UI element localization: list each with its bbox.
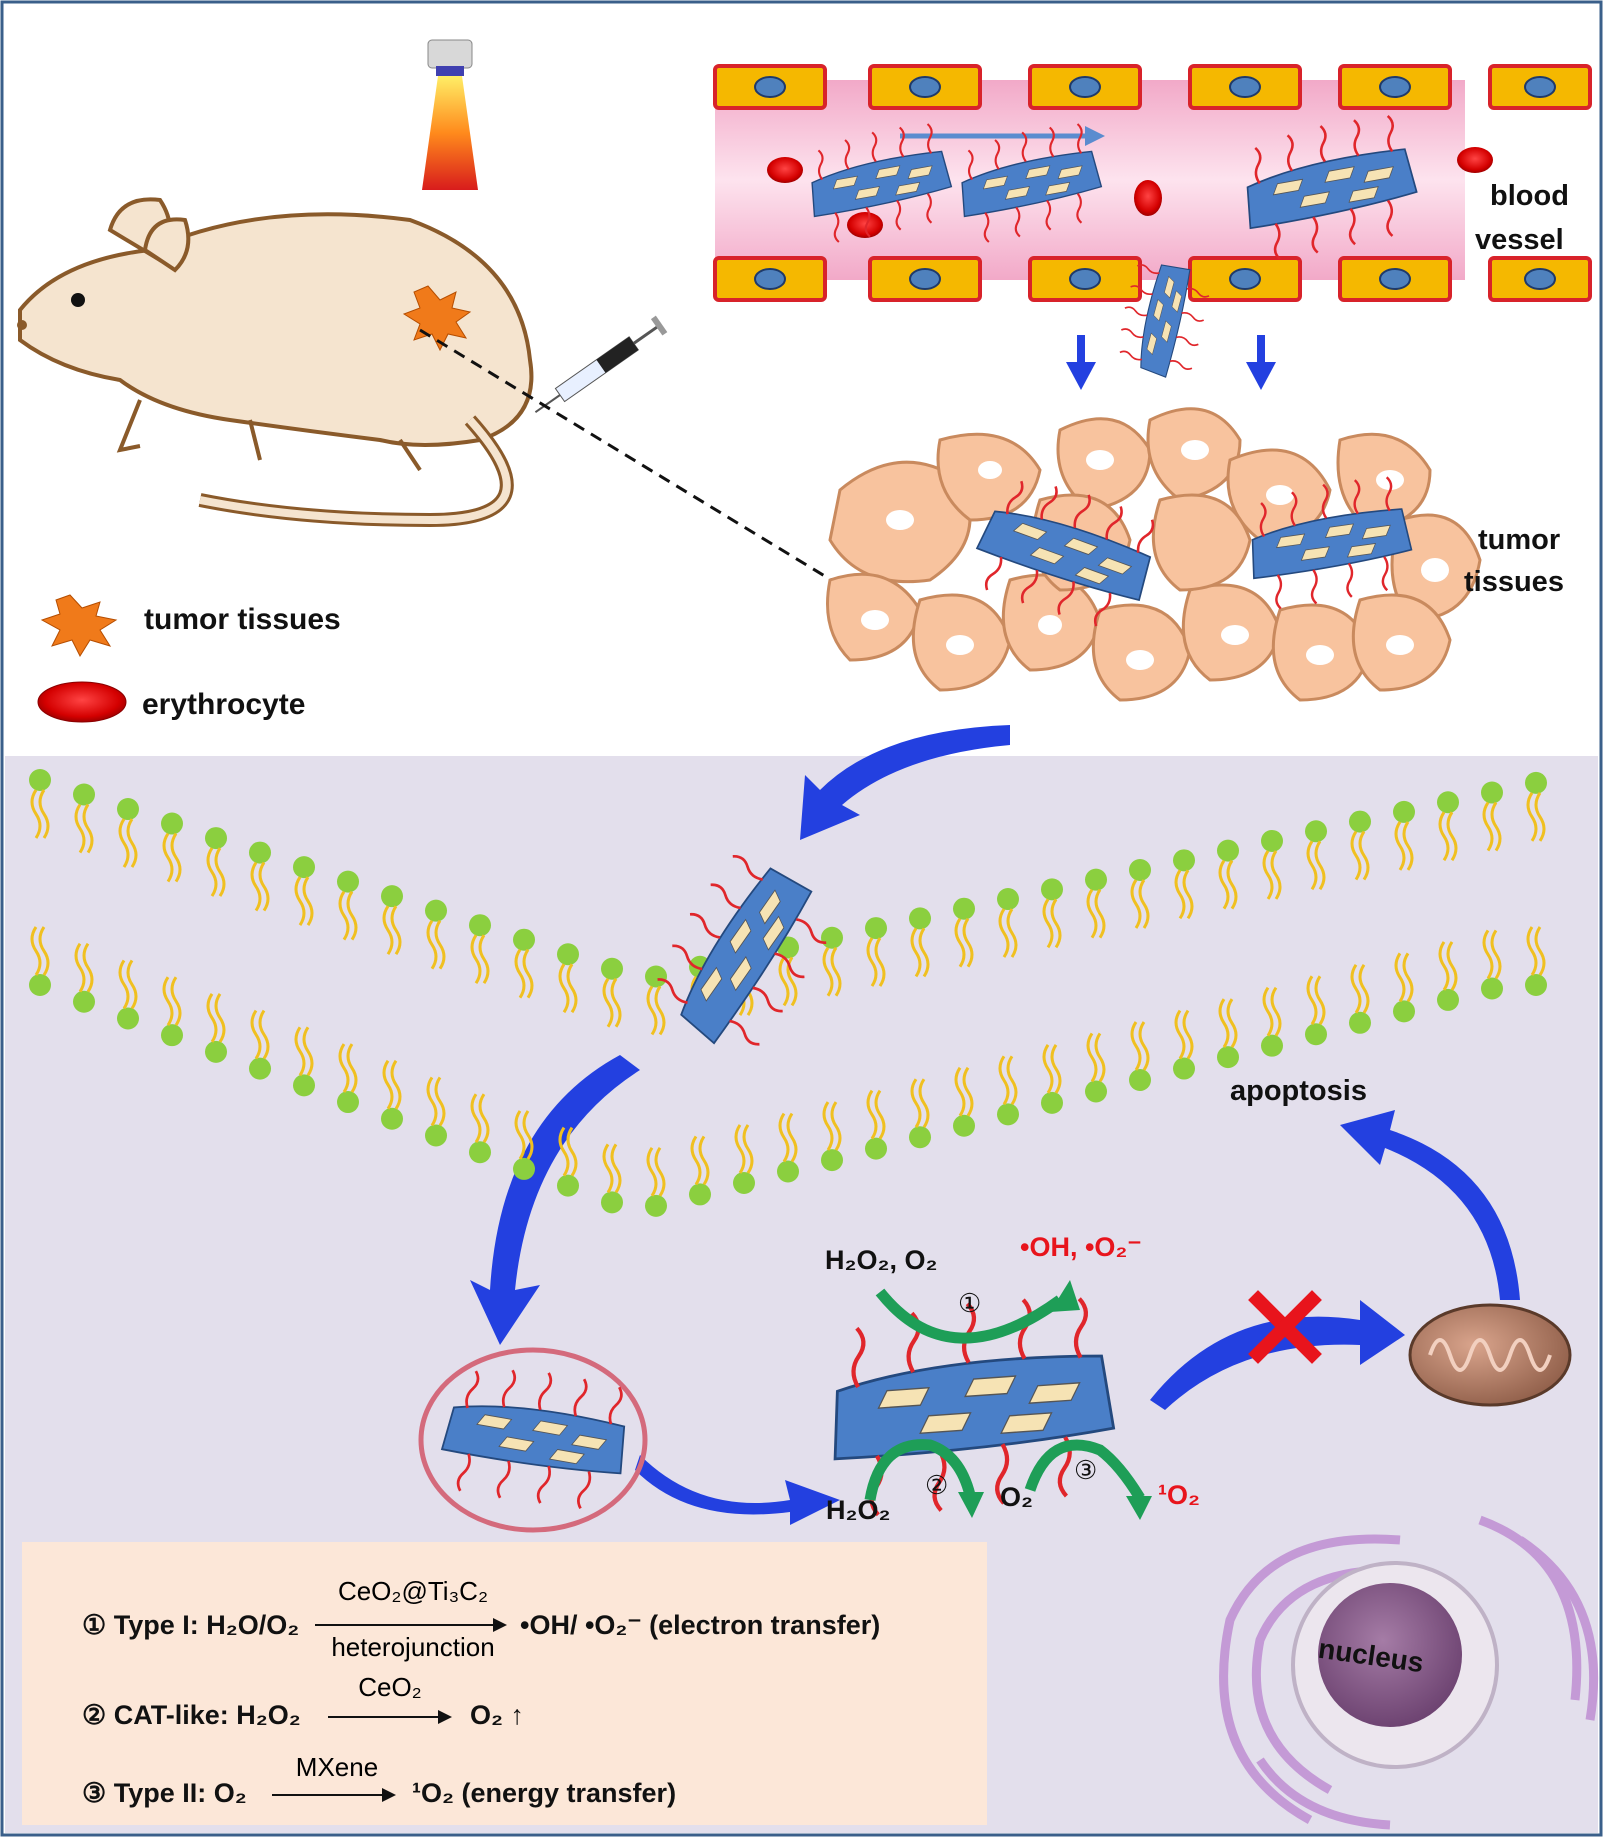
equation-2: ② CAT-like: H₂O₂ — [82, 1700, 301, 1731]
label-vessel: vessel — [1475, 224, 1564, 256]
eq1-condition: heterojunction — [331, 1632, 495, 1662]
label-circle-3: ③ — [1074, 1455, 1098, 1485]
eq1-num: ① — [82, 1610, 107, 1640]
label-o2: O₂ — [1000, 1482, 1033, 1512]
eq1-catalyst: CeO₂@Ti₃C₂ — [337, 1576, 489, 1606]
label-top-reactants: H₂O₂, O₂ — [825, 1245, 938, 1275]
nucleus-icon — [1219, 1515, 1599, 1830]
tumor-icon — [402, 285, 472, 352]
label-circle-1: ① — [958, 1288, 982, 1318]
equation-1: ① Type I: H₂O/O₂ — [82, 1610, 299, 1641]
eq2-catalyst: CeO₂ — [358, 1672, 422, 1702]
label-h2o2: H₂O₂ — [826, 1495, 891, 1525]
label-tissues: tissues — [1464, 566, 1564, 598]
equation-3: ③ Type II: O₂ — [82, 1778, 247, 1809]
mitochondrion-icon — [1408, 1303, 1572, 1407]
label-apoptosis: apoptosis — [1230, 1075, 1367, 1107]
eq1-prefix: Type I: — [113, 1610, 199, 1640]
eq3-arrow — [272, 1788, 396, 1802]
highlight-circle — [418, 1347, 648, 1533]
label-singlet-o2: ¹O₂ — [1158, 1480, 1200, 1510]
legend-erythrocyte-icon — [37, 681, 127, 723]
eq3-reactant: O₂ — [213, 1778, 247, 1808]
label-tumor: tumor — [1478, 524, 1561, 556]
reaction-arrows — [864, 1288, 1145, 1501]
laser-icon — [422, 39, 478, 190]
eq1-reactant: H₂O/O₂ — [206, 1610, 300, 1640]
eq2-num: ② — [82, 1700, 107, 1730]
eq3-prefix: Type II: — [113, 1778, 207, 1808]
block-icon — [1248, 1290, 1322, 1364]
process-arrows — [470, 725, 1520, 1525]
eq2-product: O₂ ↑ — [470, 1700, 524, 1730]
equation-box — [22, 1542, 987, 1825]
eq3-product: ¹O₂ (energy transfer) — [412, 1778, 677, 1808]
eq3-num: ③ — [82, 1778, 107, 1808]
mouse-illustration — [17, 197, 534, 528]
blood-vessel — [713, 64, 1592, 384]
eq3-catalyst: MXene — [295, 1752, 379, 1782]
syringe-icon — [534, 315, 668, 414]
legend-erythrocyte-label: erythrocyte — [142, 688, 306, 721]
down-arrows — [1066, 335, 1276, 390]
eq2-arrow — [328, 1710, 452, 1724]
eq1-product: •OH/ •O₂⁻ (electron transfer) — [520, 1610, 881, 1640]
legend-tumor-icon — [40, 594, 118, 658]
eq1-arrow — [315, 1618, 507, 1632]
eq2-reactant: H₂O₂ — [236, 1700, 301, 1730]
label-top-products: •OH, •O₂⁻ — [1020, 1232, 1142, 1262]
label-circle-2: ② — [925, 1470, 949, 1500]
eq2-prefix: CAT-like: — [113, 1700, 229, 1730]
label-blood: blood — [1490, 180, 1569, 212]
legend-tumor-label: tumor tissues — [144, 603, 341, 636]
